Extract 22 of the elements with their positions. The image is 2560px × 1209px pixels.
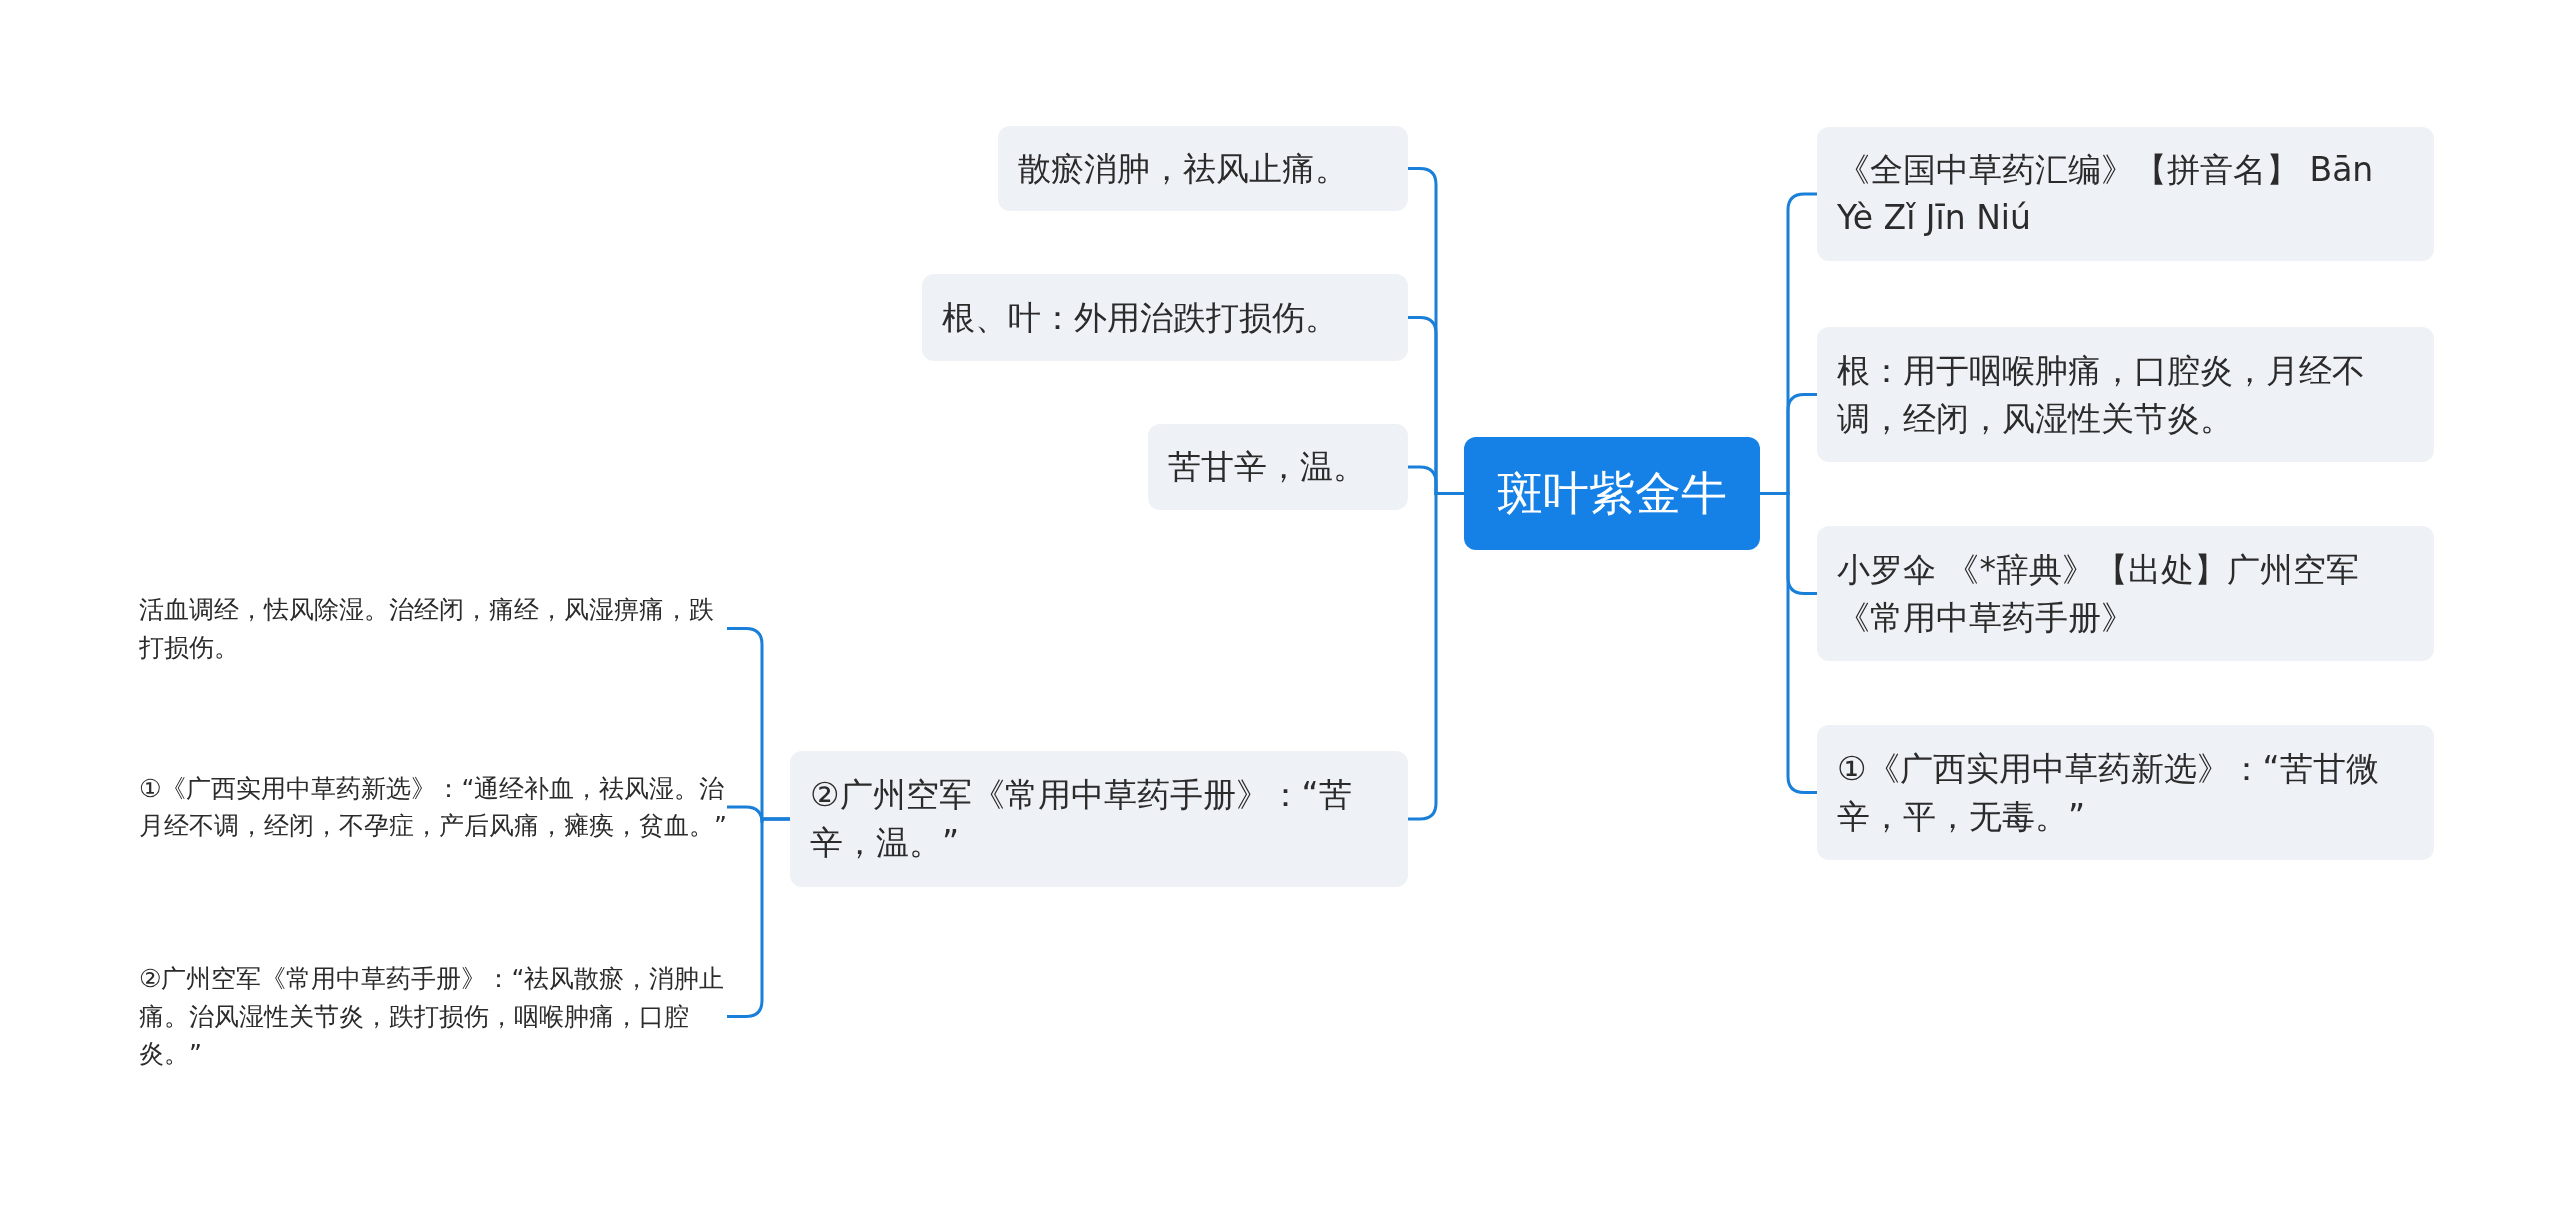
- topic-text: 斑叶紫金牛: [1497, 464, 1727, 522]
- topic-text: 根：用于咽喉肿痛，口腔炎，月经不调，经闭，风湿性关节炎。: [1837, 349, 2366, 440]
- topic-text: ①《广西实用中草药新选》：“苦甘微辛，平，无毒。”: [1837, 747, 2380, 838]
- topic-box: [1817, 725, 2434, 860]
- topic-box: [1817, 526, 2434, 661]
- topic-text: 根、叶：外用治跌打损伤。: [942, 296, 1338, 339]
- topic-box: [1817, 327, 2434, 462]
- note-text: ①《广西实用中草药新选》：“通经补血，祛风湿。治月经不调，经闭，不孕症，产后风痛，瘫痪，贫血。”: [139, 754, 727, 860]
- topic-text: 《全国中草药汇编》【拼音名】 Bān Yè Zǐ Jīn Niú: [1837, 149, 2375, 239]
- note-text: ②广州空军《常用中草药手册》：“祛风散瘀，消肿止痛。治风湿性关节炎，跌打损伤，咽喉肿痛，口腔炎。”: [139, 963, 727, 1070]
- topic-text: 小罗伞 《*辞典》【出处】广州空军《常用中草药手册》: [1837, 548, 2360, 639]
- connector-line: [727, 817, 790, 1018]
- topic-box: [922, 274, 1408, 361]
- topic-text: 苦甘辛，温。: [1168, 446, 1366, 489]
- topic-text: ②广州空军《常用中草药手册》：“苦辛，温。”: [810, 774, 1353, 864]
- topic-text: 散瘀消肿，祛风止痛。: [1018, 147, 1348, 190]
- topic-box: [1817, 127, 2434, 261]
- topic-box: [998, 126, 1408, 211]
- topic-box: [790, 751, 1408, 887]
- note-text: 活血调经，怯风除湿。治经闭，痛经，风湿痹痛，跌打损伤。: [139, 591, 727, 666]
- topic-box: [1148, 424, 1408, 510]
- central-topic: [1464, 437, 1760, 550]
